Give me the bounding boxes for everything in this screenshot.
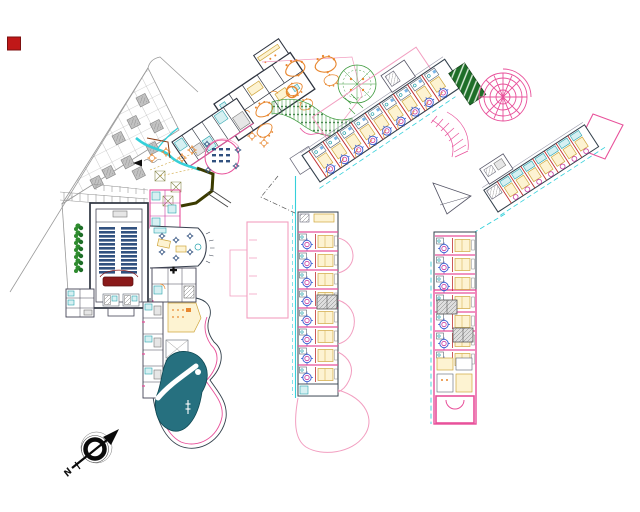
terrace-room bbox=[167, 302, 202, 333]
hatched-wave bbox=[430, 111, 469, 158]
compass-needle-icon bbox=[103, 429, 119, 445]
swimming-pool bbox=[154, 351, 208, 432]
wing-south bbox=[432, 182, 477, 425]
red-marker-square bbox=[7, 36, 21, 51]
grass-court bbox=[448, 62, 487, 106]
canopy-edge bbox=[146, 137, 171, 159]
compass-rose: N bbox=[62, 429, 119, 479]
lobby bbox=[149, 225, 215, 269]
balcony-scallops bbox=[295, 237, 370, 453]
spa-pool-building bbox=[142, 297, 227, 449]
service-rooms bbox=[151, 266, 197, 303]
entry-label-scribble bbox=[143, 158, 162, 163]
spa-room-strip bbox=[142, 301, 164, 399]
entry-arrow-icon bbox=[133, 159, 142, 167]
round-deck bbox=[337, 64, 377, 104]
wing-south-service bbox=[436, 357, 473, 393]
pergola-trellis bbox=[149, 151, 198, 207]
spiral-pavilion bbox=[478, 68, 532, 122]
stage bbox=[102, 276, 134, 287]
path-connectors bbox=[260, 175, 506, 424]
west-annex bbox=[65, 288, 95, 318]
conference-hall bbox=[65, 202, 149, 318]
main-building-west-rooms bbox=[171, 97, 255, 168]
wing-center bbox=[295, 211, 370, 453]
terrace-planter-circle bbox=[285, 85, 299, 99]
sports-court bbox=[229, 221, 289, 319]
pool-ladder-icon bbox=[185, 400, 191, 414]
wing-east bbox=[479, 113, 624, 216]
entry-vestibules bbox=[102, 293, 140, 317]
garden-terrace bbox=[246, 52, 377, 149]
round-terrace bbox=[203, 138, 242, 175]
